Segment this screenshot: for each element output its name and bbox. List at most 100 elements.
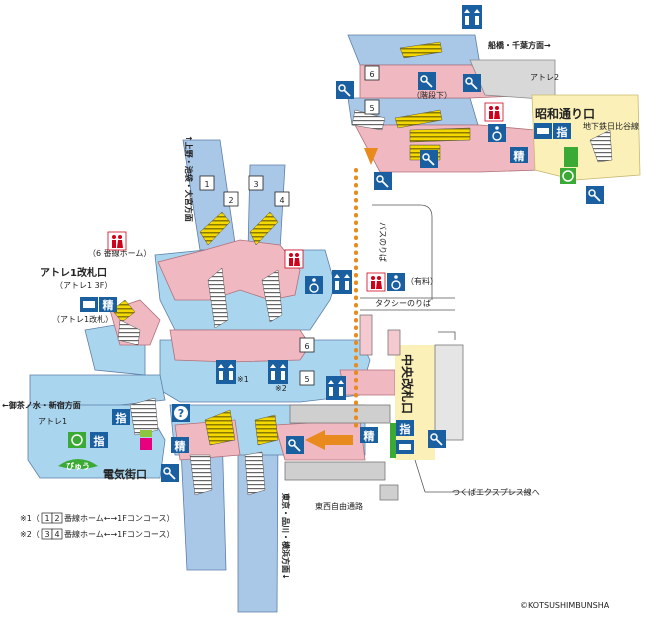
- svg-text:精: 精: [514, 149, 525, 163]
- wheelchair-icon: [488, 124, 506, 142]
- svg-text:※2（: ※2（: [20, 530, 40, 539]
- kaidanshita-label: （階段下）: [412, 90, 452, 100]
- elevator-icon: [462, 5, 482, 29]
- tozai-passage-label: 東西自由通路: [315, 501, 363, 511]
- showa-gate-label: 昭和通り口: [535, 106, 595, 121]
- atre1-label: アトレ1: [38, 417, 67, 426]
- svg-text:1: 1: [204, 180, 209, 189]
- reserved-ticket-icon: 指: [112, 409, 130, 425]
- svg-text:番線ホーム←→1Fコンコース）: 番線ホーム←→1Fコンコース）: [64, 529, 174, 539]
- track-5-box: 5: [299, 370, 315, 386]
- svg-text:精: 精: [103, 298, 114, 312]
- bus-taxi-area: [360, 204, 530, 493]
- direction-funabashi: 船橋・千葉方面→: [488, 40, 551, 50]
- reserved-ticket-icon: [396, 440, 414, 454]
- escalators: [117, 109, 613, 496]
- svg-text:4: 4: [279, 196, 284, 205]
- fare-adjustment-icon: 精: [171, 437, 189, 453]
- toilet-icon: [107, 231, 127, 251]
- copyright: ©KOTSUSHIMBUNSHA: [520, 601, 610, 610]
- svg-text:4: 4: [54, 530, 59, 539]
- fare-adjustment-icon: 精: [510, 147, 528, 163]
- shop-marker: [140, 438, 152, 450]
- shop-marker: [140, 430, 152, 437]
- toilet-icon: [366, 272, 386, 292]
- bus-label: バスのりば: [378, 222, 387, 262]
- fare-adjustment-icon: 精: [360, 427, 378, 443]
- track-4-box: 4: [274, 191, 290, 207]
- tsukuba-label: つくばエクスプレス線へ: [452, 487, 540, 497]
- green-window-icon: [560, 168, 576, 184]
- rail-structures: [284, 314, 464, 501]
- denki-gate-label: 電気街口: [103, 467, 147, 481]
- svg-text:5: 5: [369, 104, 374, 113]
- direction-west: ←御茶ノ水・新宿方面: [2, 400, 81, 410]
- taxi-label: タクシーのりば: [375, 299, 431, 308]
- direction-south: 東京・品川・横浜方面↓: [281, 493, 291, 580]
- green-window-icon: [68, 432, 86, 448]
- transfer-route: [305, 148, 378, 450]
- atre1-gate-label: アトレ1改札口: [40, 266, 107, 279]
- locker-icon: [428, 430, 446, 448]
- wheelchair-icon: [387, 273, 405, 291]
- elevator-icon: [326, 376, 346, 400]
- reserved-ticket-icon: 指: [396, 420, 414, 436]
- track-6-box-east: 6: [364, 65, 380, 81]
- svg-text:3: 3: [44, 530, 49, 539]
- toilet-icon: [284, 249, 304, 269]
- svg-text:6: 6: [304, 342, 309, 351]
- direction-north: ↑上野・池袋・大宮方面: [184, 135, 194, 222]
- footnote-1: ※1（ 1 2 番線ホーム←→1Fコンコース）: [20, 512, 174, 524]
- atre1-gate-small: （アトレ1改札）: [52, 314, 113, 324]
- svg-text:精: 精: [364, 429, 375, 443]
- track-2-box: 2: [223, 191, 239, 207]
- reserved-ticket-icon: 指: [553, 123, 571, 139]
- note-1-mark: ※1: [237, 375, 249, 384]
- svg-text:指: 指: [94, 434, 105, 448]
- svg-text:※1（: ※1（: [20, 514, 40, 523]
- gate-marker: [564, 147, 578, 167]
- central-gate-label: 中央改札口: [400, 354, 415, 414]
- svg-text:5: 5: [304, 375, 309, 384]
- locker-icon: [463, 74, 481, 92]
- atre2-label: アトレ2: [530, 73, 559, 82]
- elevator-icon: [332, 270, 352, 294]
- toilet-icon: [484, 102, 504, 122]
- svg-text:3: 3: [253, 180, 258, 189]
- svg-text:指: 指: [557, 125, 568, 139]
- locker-icon: [161, 464, 179, 482]
- svg-text:2: 2: [228, 196, 233, 205]
- svg-text:?: ?: [178, 407, 184, 420]
- hibiya-label: 地下鉄日比谷線: [583, 121, 639, 131]
- elevator-icon: [268, 360, 288, 384]
- fare-adjustment-icon: [80, 297, 98, 312]
- track-3-box: 3: [248, 175, 264, 191]
- track-1-box: 1: [199, 175, 215, 191]
- svg-text:2: 2: [54, 514, 59, 523]
- locker-icon: [420, 150, 438, 168]
- svg-text:指: 指: [116, 411, 127, 425]
- svg-text:精: 精: [175, 439, 186, 453]
- paid-areas: [109, 239, 396, 461]
- elevator-icon: [216, 360, 236, 384]
- svg-text:番線ホーム←→1Fコンコース）: 番線ホーム←→1Fコンコース）: [64, 513, 174, 523]
- track-5-box-east: 5: [364, 99, 380, 115]
- reserved-ticket-icon: [534, 123, 552, 139]
- locker-icon: [374, 172, 392, 190]
- gate-marker: [390, 423, 396, 458]
- atre1-gate-floor: （アトレ1 3F）: [55, 281, 112, 290]
- reserved-ticket-icon: 指: [90, 432, 108, 448]
- fare-adjustment-icon: 精: [99, 297, 117, 312]
- wheelchair-icon: [305, 276, 323, 294]
- paid-label: （有料）: [406, 276, 438, 286]
- footnote-2: ※2（ 3 4 番線ホーム←→1Fコンコース）: [20, 528, 174, 540]
- locker-icon: [286, 436, 304, 454]
- track6-home-label: （6 番線ホーム）: [88, 248, 151, 258]
- view-plaza-logo: びゅう: [58, 459, 98, 471]
- svg-text:6: 6: [369, 70, 374, 79]
- information-icon: ?: [172, 404, 190, 422]
- locker-icon: [418, 72, 436, 90]
- note-2-mark: ※2: [275, 384, 287, 393]
- svg-text:指: 指: [400, 422, 411, 436]
